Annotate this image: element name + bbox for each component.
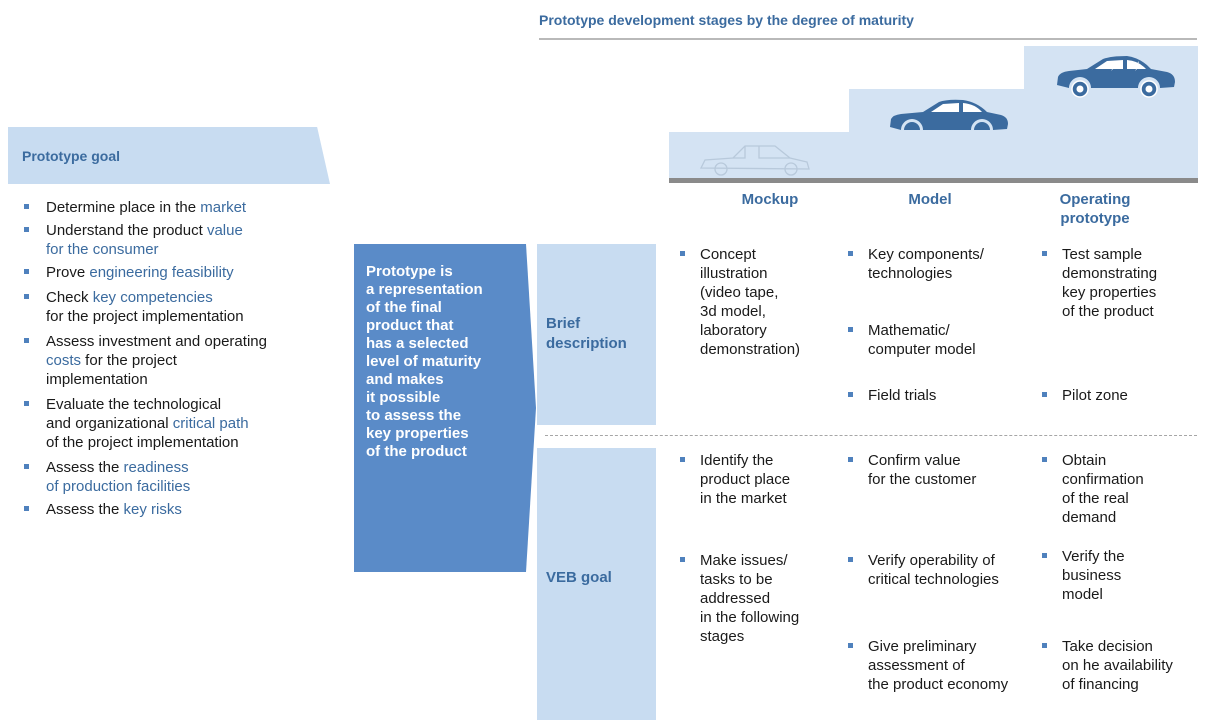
brief-model-2: Mathematic/ computer model <box>848 321 1038 359</box>
goal-item: Check key competencies for the project i… <box>22 288 342 326</box>
goal-item-text: of the project implementation <box>46 434 239 451</box>
brief-model: Key components/ technologies <box>848 245 1038 283</box>
car-frame-icon <box>699 145 810 176</box>
veb-model-2: Verify operability of critical technolog… <box>848 551 1038 589</box>
veb-operating-2: Verify the business model <box>1042 547 1207 604</box>
row-label-veb: VEB goal <box>546 569 612 586</box>
goal-item: Assess the key risks <box>22 500 342 519</box>
veb-model-item: Verify operability of critical technolog… <box>848 551 1038 589</box>
column-header-operating: Operating prototype <box>1059 191 1131 227</box>
brief-model-3: Field trials <box>848 386 1038 405</box>
brief-model-item: Mathematic/ computer model <box>848 321 1038 359</box>
veb-mockup-item: Make issues/ tasks to be addressed in th… <box>680 551 840 646</box>
goal-item-text: for the project implementation <box>46 352 177 388</box>
definition-box <box>354 244 526 572</box>
goal-banner <box>8 127 330 184</box>
goal-item-text: Determine place in the <box>46 199 201 216</box>
veb-operating-item: Obtain confirmation of the real demand <box>1042 451 1207 527</box>
goal-item: Understand the product value for the con… <box>22 221 342 259</box>
brief-model-item: Key components/ technologies <box>848 245 1038 283</box>
veb-model-item: Give preliminary assessment of the produ… <box>848 637 1038 694</box>
goal-item-highlight: readiness of production facilities <box>46 459 191 495</box>
goal-item-text: Understand the product <box>46 222 207 239</box>
row-separator <box>545 435 1197 436</box>
row-label-bg-veb <box>537 448 656 720</box>
brief-mockup: Concept illustration (video tape, 3d mod… <box>680 245 840 359</box>
veb-model: Confirm value for the customer <box>848 451 1038 489</box>
veb-operating-3: Take decision on he availability of fina… <box>1042 637 1207 694</box>
goal-title: Prototype goal <box>22 148 121 164</box>
goal-item-text: Evaluate the technological and organizat… <box>46 396 222 432</box>
brief-mockup-item: Concept illustration (video tape, 3d mod… <box>680 245 840 359</box>
goal-item-highlight: engineering feasibility <box>89 264 234 281</box>
goal-item-highlight: market <box>200 199 247 216</box>
car-model-icon <box>890 99 1008 130</box>
goal-item: Assess investment and operating costs fo… <box>22 332 342 389</box>
column-header-model: Model <box>908 191 952 208</box>
goal-item: Assess the readiness of production facil… <box>22 458 342 496</box>
definition-text: Prototype is a representation of the fin… <box>366 263 483 460</box>
brief-operating-item: Test sample demonstrating key properties… <box>1042 245 1207 321</box>
goal-item-text: for the project implementation <box>46 308 244 325</box>
electric-car-icon <box>1057 56 1175 98</box>
veb-operating: Obtain confirmation of the real demand <box>1042 451 1207 527</box>
goal-item-text: Assess investment and operating <box>46 333 267 350</box>
goal-item-highlight: critical path <box>172 415 249 432</box>
goal-item-text: Assess the <box>46 501 124 518</box>
goal-item-highlight: key competencies <box>92 289 213 306</box>
column-header-mockup: Mockup <box>741 191 799 208</box>
veb-mockup-2: Make issues/ tasks to be addressed in th… <box>680 551 840 646</box>
brief-operating: Test sample demonstrating key properties… <box>1042 245 1207 321</box>
goal-item: Evaluate the technological and organizat… <box>22 395 342 452</box>
goal-item-highlight: value for the consumer <box>46 222 243 258</box>
definition-arrow <box>526 244 536 572</box>
brief-operating-2: Pilot zone <box>1042 386 1207 405</box>
goal-item-text: Assess the <box>46 459 124 476</box>
row-label-bg-brief <box>537 244 656 425</box>
goal-item-text: Check <box>46 289 93 306</box>
veb-model-3: Give preliminary assessment of the produ… <box>848 637 1038 694</box>
veb-mockup: Identify the product place in the market <box>680 451 840 508</box>
veb-mockup-item: Identify the product place in the market <box>680 451 840 508</box>
goal-item: Determine place in the market <box>22 198 342 217</box>
veb-model-item: Confirm value for the customer <box>848 451 1038 489</box>
goal-item: Prove engineering feasibility <box>22 263 342 282</box>
steps-baseline <box>669 178 1198 183</box>
goal-item-highlight: key risks <box>123 501 182 518</box>
veb-operating-item: Take decision on he availability of fina… <box>1042 637 1207 694</box>
goal-item-highlight: costs <box>46 352 82 369</box>
veb-operating-item: Verify the business model <box>1042 547 1207 604</box>
brief-operating-item: Pilot zone <box>1042 386 1207 405</box>
title-underline <box>539 38 1197 40</box>
goal-item-text: Prove <box>46 264 90 281</box>
row-label-brief: Brief description <box>546 315 627 352</box>
diagram-title: Prototype development stages by the degr… <box>539 12 914 28</box>
brief-model-item: Field trials <box>848 386 1038 405</box>
